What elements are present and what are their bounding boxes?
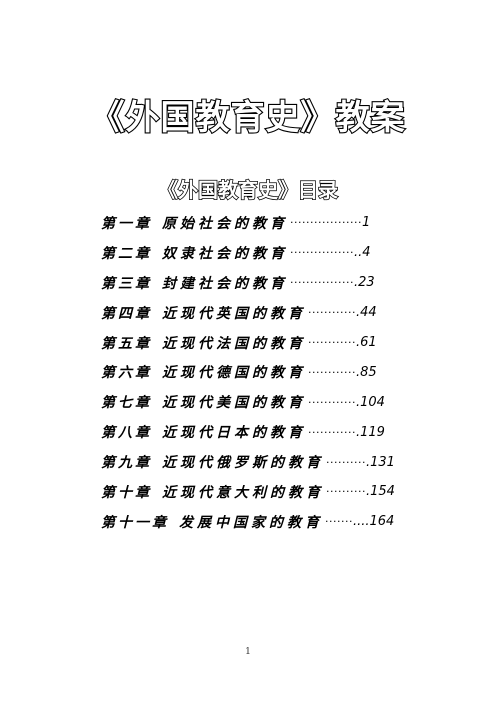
page-number: 1	[245, 647, 251, 657]
toc-topic: 近现代英国的教育	[162, 305, 306, 322]
toc-leader-dots: ············	[308, 395, 356, 409]
toc-chapter: 第七章	[101, 395, 152, 412]
toc-page-number: .154	[365, 484, 395, 500]
toc-entry: 第十一章 发展中国家的教育 ······· ....164	[101, 507, 431, 537]
toc-topic: 封建社会的教育	[162, 275, 288, 292]
main-title: 《外国教育史》教案	[89, 97, 406, 139]
toc-page-number: .44	[355, 305, 377, 321]
toc-leader-dots: ················	[290, 246, 354, 260]
toc-leader-dots: ·······	[325, 515, 353, 529]
toc-topic: 近现代美国的教育	[162, 395, 306, 412]
toc-topic: 近现代法国的教育	[162, 335, 306, 352]
toc-topic: 近现代德国的教育	[162, 365, 306, 382]
toc-entry: 第二章 奴隶社会的教育 ················ ..4	[101, 238, 431, 268]
toc-leader-dots: ············	[308, 365, 356, 379]
toc-page-number: 1	[361, 215, 371, 231]
toc-topic: 近现代意大利的教育	[162, 484, 324, 501]
toc-entry: 第十章 近现代意大利的教育 ·········· .154	[101, 477, 431, 507]
toc-leader-dots: ··················	[290, 216, 362, 230]
toc-chapter: 第二章	[101, 245, 152, 262]
toc-page-number: .131	[365, 454, 395, 470]
toc-leader-dots: ··········	[326, 455, 366, 469]
toc-page-number: .85	[355, 364, 377, 380]
toc-chapter: 第一章	[101, 215, 152, 232]
toc-page-number: ..4	[353, 245, 371, 261]
table-of-contents: 第一章 原始社会的教育 ·················· 1 第二章 奴隶社…	[101, 208, 431, 537]
toc-entry: 第五章 近现代法国的教育 ············ .61	[101, 328, 431, 358]
toc-topic: 奴隶社会的教育	[162, 245, 288, 262]
toc-chapter: 第三章	[101, 275, 152, 292]
toc-leader-dots: ················	[290, 276, 354, 290]
toc-entry: 第八章 近现代日本的教育 ············ .119	[101, 417, 431, 447]
toc-page-number: .61	[355, 335, 377, 350]
toc-leader-dots: ··········	[326, 485, 366, 499]
toc-chapter: 第九章	[101, 455, 152, 472]
toc-leader-dots: ············	[308, 425, 356, 439]
toc-page-number: .104	[355, 394, 385, 410]
toc-page-number: ....164	[352, 514, 395, 530]
toc-chapter: 第六章	[101, 365, 152, 382]
toc-topic: 近现代俄罗斯的教育	[162, 455, 324, 472]
toc-chapter: 第五章	[101, 335, 152, 352]
toc-chapter: 第十一章	[101, 514, 169, 531]
toc-entry: 第七章 近现代美国的教育 ············ .104	[101, 387, 431, 417]
toc-leader-dots: ············	[308, 336, 356, 349]
toc-topic: 发展中国家的教育	[179, 514, 323, 531]
toc-topic: 原始社会的教育	[162, 215, 288, 232]
toc-chapter: 第四章	[101, 305, 152, 322]
toc-entry: 第一章 原始社会的教育 ·················· 1	[101, 208, 431, 238]
toc-title: 《外国教育史》目录	[157, 177, 339, 203]
toc-page-number: .23	[353, 275, 375, 291]
toc-entry: 第三章 封建社会的教育 ················ .23	[101, 268, 431, 298]
toc-entry: 第四章 近现代英国的教育 ············ .44	[101, 298, 431, 328]
toc-page-number: .119	[355, 424, 385, 440]
toc-chapter: 第十章	[101, 484, 152, 501]
toc-entry: 第九章 近现代俄罗斯的教育 ·········· .131	[101, 447, 431, 477]
toc-chapter: 第八章	[101, 425, 152, 442]
toc-leader-dots: ············	[308, 306, 356, 320]
toc-topic: 近现代日本的教育	[162, 425, 306, 442]
toc-entry: 第六章 近现代德国的教育 ············ .85	[101, 357, 431, 387]
